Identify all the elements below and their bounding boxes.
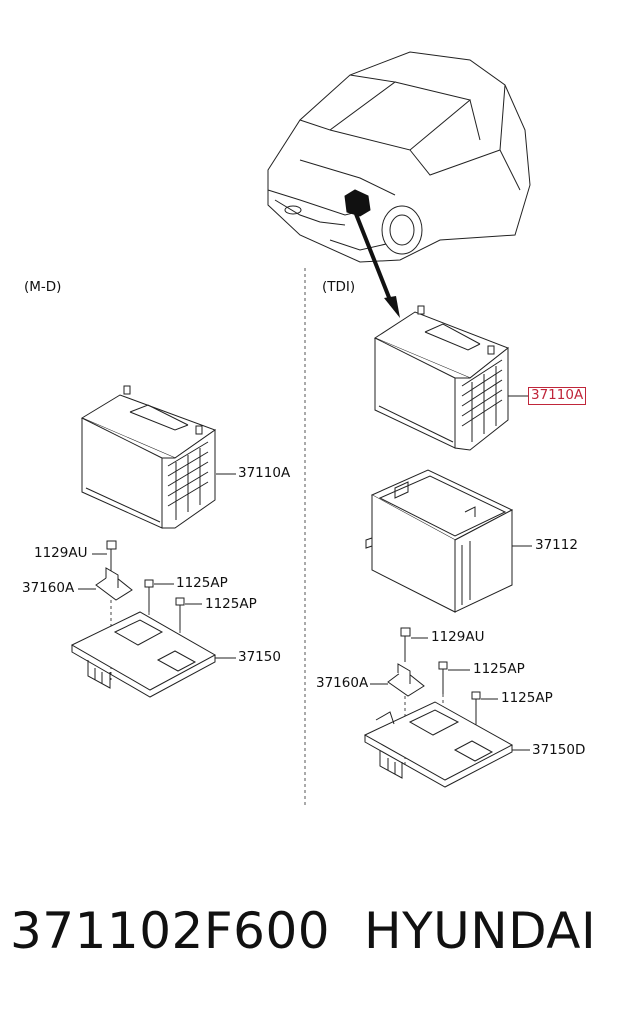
left-hardware: [70, 540, 236, 698]
group-label-md: (M-D): [24, 279, 62, 295]
label-right-battery-highlighted[interactable]: 37110A: [528, 387, 587, 405]
label-left-bolt-a[interactable]: 1125AP: [176, 575, 228, 591]
left-battery: [80, 385, 236, 529]
label-left-bolt-top[interactable]: 1129AU: [34, 545, 88, 561]
label-right-bolt-b[interactable]: 1125AP: [501, 690, 553, 706]
label-right-tray[interactable]: 37150D: [532, 742, 586, 758]
right-battery: [373, 305, 528, 451]
label-right-clamp[interactable]: 37160A: [316, 675, 369, 691]
label-right-bolt-top[interactable]: 1129AU: [431, 629, 485, 645]
label-left-bolt-b[interactable]: 1125AP: [205, 596, 257, 612]
label-left-clamp[interactable]: 37160A: [22, 580, 75, 596]
car-illustration: [267, 51, 531, 318]
label-right-cover[interactable]: 37112: [535, 537, 578, 553]
right-cover: [365, 469, 532, 613]
part-number: 371102F600: [10, 902, 331, 960]
label-left-battery[interactable]: 37110A: [238, 465, 291, 481]
label-left-tray[interactable]: 37150: [238, 649, 281, 665]
right-hardware: [363, 627, 530, 788]
label-right-bolt-a[interactable]: 1125AP: [473, 661, 525, 677]
group-label-tdi: (TDI): [322, 279, 356, 295]
brand-name: HYUNDAI: [364, 902, 597, 960]
